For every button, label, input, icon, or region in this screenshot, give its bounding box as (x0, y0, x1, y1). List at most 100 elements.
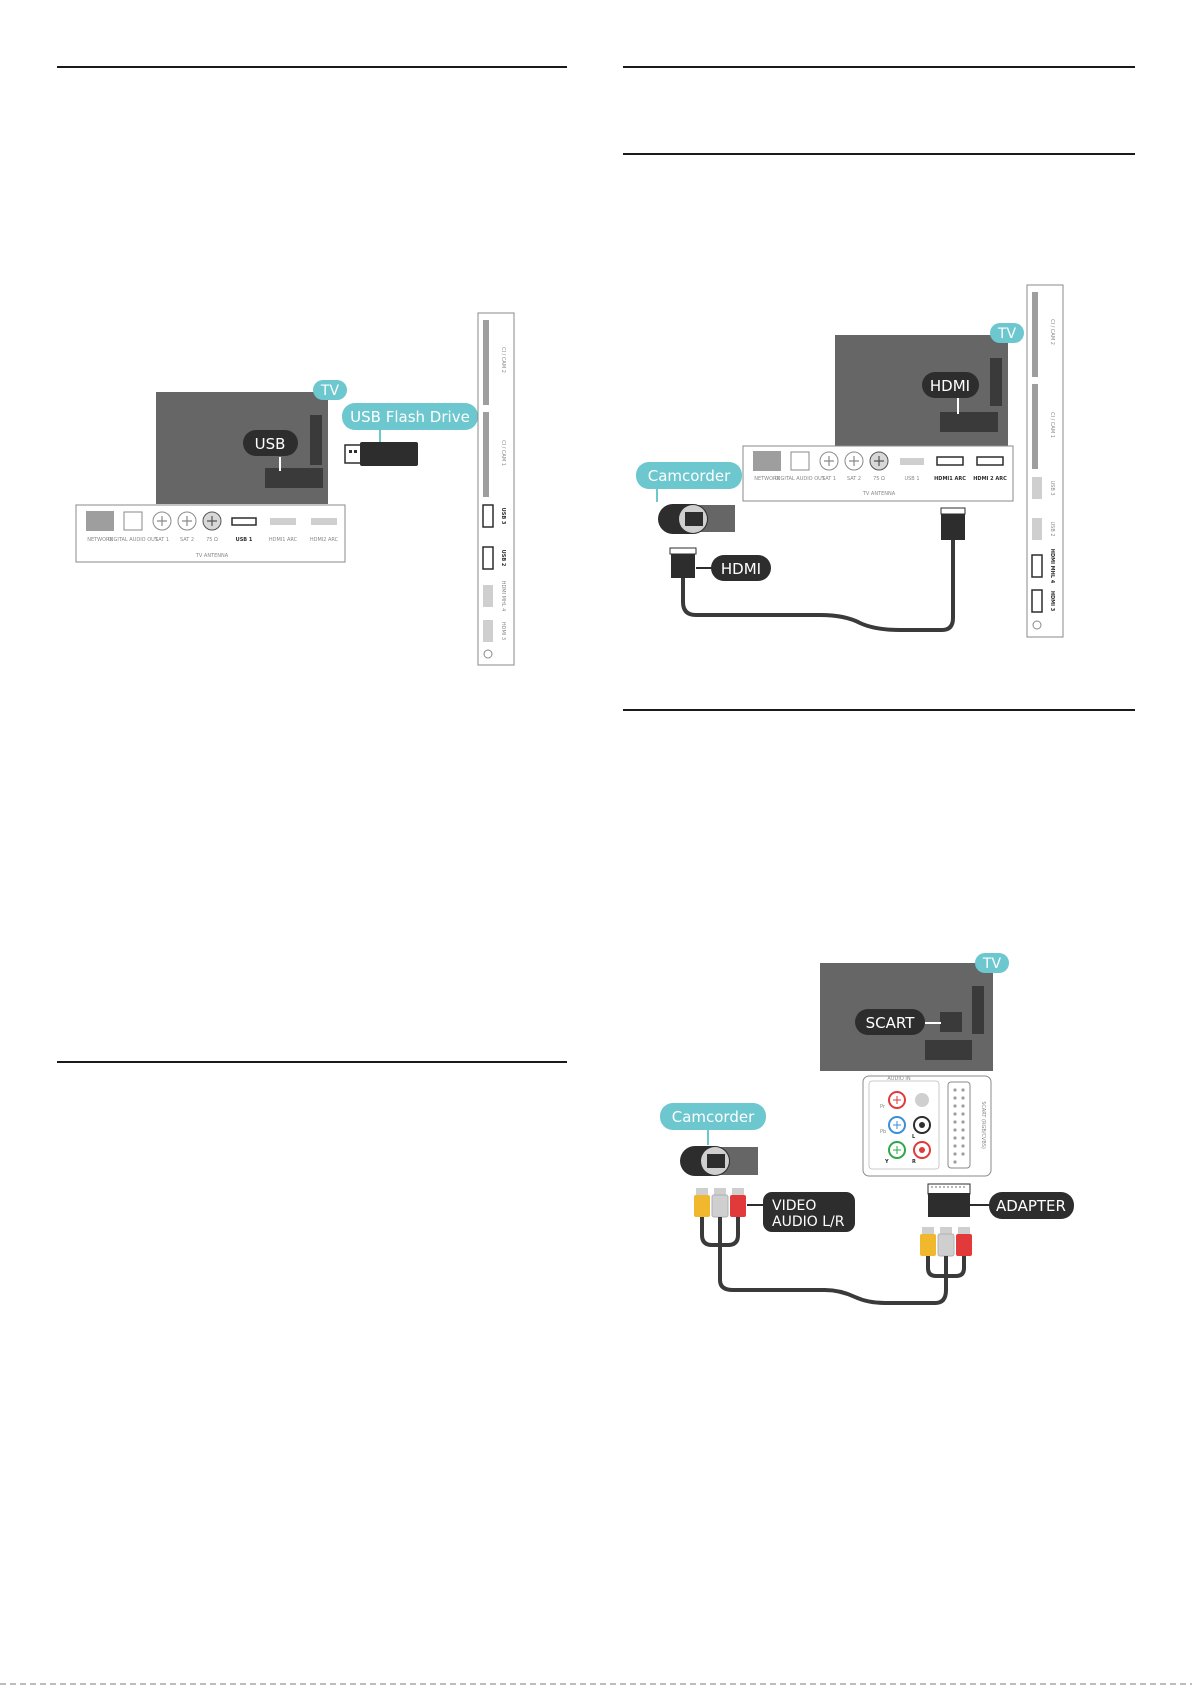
side-hdmi3-port (1031, 589, 1043, 613)
ci-slot-2 (1032, 292, 1038, 377)
usb-port-bubble (243, 430, 298, 456)
jack-label-y: Y (884, 1159, 889, 1165)
audio-in-frame (868, 1080, 940, 1170)
panel-label-usb1: USB 1 (904, 476, 919, 482)
tv-badge (975, 953, 1009, 973)
tv-badge-label: TV (982, 956, 1002, 972)
tv-usb-port (265, 468, 323, 488)
section-divider (57, 66, 567, 68)
jack-label-pr: Pr (880, 1104, 886, 1110)
panel-label-75ohm: 75 Ω (873, 476, 885, 482)
side-hdmi3-port (483, 620, 493, 642)
jack-label-l: L (912, 1134, 916, 1140)
side-label-ci1: CI / CAM 1 (500, 440, 506, 466)
side-label-usb3: USB 3 (1049, 480, 1055, 495)
side-label-ci1: CI / CAM 1 (1049, 412, 1055, 438)
hdmi1-port-icon (936, 456, 964, 466)
camcorder-hdmi-plug (669, 547, 697, 555)
network-port-icon (86, 511, 114, 531)
audio-in-caption: AUDIO IN (887, 1076, 910, 1082)
digital-audio-port-icon (123, 511, 143, 531)
side-usb3-port (482, 504, 494, 528)
section-divider (623, 709, 1135, 711)
tv-badge-label: TV (320, 383, 340, 399)
flash-drive-body (360, 442, 418, 466)
panel-label-hdmi1: HDMI1 ARC (269, 537, 298, 543)
scart-adapter-body (928, 1193, 970, 1217)
hdmi-camcorder-diagram: TV HDMI NETWORK DIGITAL AUDIO OUT SAT 1 … (630, 280, 1075, 640)
tv-slot (990, 358, 1002, 406)
camcorder-bubble (660, 1103, 766, 1130)
adapter-bubble-label: ADAPTER (996, 1197, 1066, 1215)
panel-label-usb1: USB 1 (236, 537, 253, 543)
side-label-hdmi3: HDMI 3 (500, 622, 506, 640)
side-label-usb3: USB 3 (500, 508, 506, 525)
usb-port-bubble-label: USB (255, 435, 286, 453)
panel-label-hdmi1: HDMI1 ARC (934, 476, 966, 482)
panel-label-sat2: SAT 2 (847, 476, 861, 482)
flash-drive-bubble (342, 403, 478, 430)
scart-port-bubble (855, 1009, 925, 1035)
side-usb3-port (1032, 477, 1042, 499)
panel-label-network: NETWORK (754, 476, 780, 482)
hdmi-cable-bubble-label: HDMI (721, 560, 761, 578)
tv-badge (990, 323, 1024, 343)
scart-caption: SCART (RGB/CVBS) (980, 1101, 986, 1149)
ci-slot-1 (1032, 384, 1038, 469)
jack-audio-spare (915, 1093, 929, 1107)
tv-slot (310, 415, 322, 465)
flash-drive-plug (344, 444, 362, 464)
camcorder-bubble (636, 462, 742, 489)
adapter-rca-plugs (920, 1227, 972, 1278)
panel-label-sat1: SAT 1 (822, 476, 836, 482)
section-divider (623, 153, 1135, 155)
antenna-caption: TV ANTENNA (195, 553, 229, 559)
side-label-hdmi3: HDMI 3 (1049, 591, 1055, 612)
adapter-bubble (989, 1192, 1074, 1219)
jack-label-r: R (912, 1159, 916, 1165)
side-usb2-port (482, 546, 494, 570)
antenna-caption: TV ANTENNA (862, 491, 896, 497)
side-label-hdmi4: HDMI MHL 4 (1049, 549, 1055, 584)
hdmi2-port-icon (311, 518, 337, 525)
panel-label-digital-audio: DIGITAL AUDIO OUT (108, 537, 159, 543)
tv-badge (313, 380, 347, 400)
section-divider (57, 1061, 567, 1063)
network-port-icon (753, 451, 781, 471)
panel-label-sat1: SAT 1 (155, 537, 169, 543)
headphone-jack-icon (1032, 620, 1042, 630)
page-footer-rule (0, 1683, 1192, 1685)
hdmi-port-bubble-label: HDMI (930, 377, 970, 395)
usb1-port-icon (231, 517, 257, 526)
side-label-usb2: USB 2 (500, 550, 506, 567)
panel-label-hdmi2: HDMI 2 ARC (973, 476, 1007, 482)
headphone-jack-icon (483, 649, 493, 659)
tv-scart-port-small (940, 1012, 962, 1032)
rca-cable (718, 1240, 948, 1305)
scart-pins (953, 1088, 965, 1164)
side-label-hdmi4: HDMI MHL 4 (500, 581, 506, 612)
usb1-port-icon (900, 458, 924, 465)
side-label-ci2: CI / CAM 2 (1049, 319, 1055, 345)
camcorder-bubble-label: Camcorder (648, 467, 731, 485)
section-divider (623, 66, 1135, 68)
panel-label-hdmi2: HDMI2 ARC (310, 537, 339, 543)
hdmi-port-bubble (922, 372, 979, 398)
side-hdmi4-port (1031, 554, 1043, 578)
video-audio-bubble (763, 1192, 855, 1232)
scart-adapter-plug (927, 1183, 971, 1195)
tv-scart-port (925, 1040, 972, 1060)
jack-label-pb: Pb (880, 1129, 886, 1135)
camcorder-bubble-label: Camcorder (672, 1108, 755, 1126)
scart-port-bubble-label: SCART (866, 1014, 916, 1032)
ci-slot-1 (483, 412, 489, 497)
panel-label-sat2: SAT 2 (180, 537, 194, 543)
hdmi-cable-bubble (711, 555, 771, 581)
panel-label-75ohm: 75 Ω (206, 537, 218, 543)
hdmi2-port-icon (976, 456, 1004, 466)
tv-slot (972, 986, 984, 1034)
video-audio-bubble-line1: VIDEO (772, 1198, 816, 1214)
flash-drive-bubble-label: USB Flash Drive (350, 408, 470, 426)
side-label-ci2: CI / CAM 2 (500, 347, 506, 373)
tv-hdmi-plug (940, 507, 966, 515)
